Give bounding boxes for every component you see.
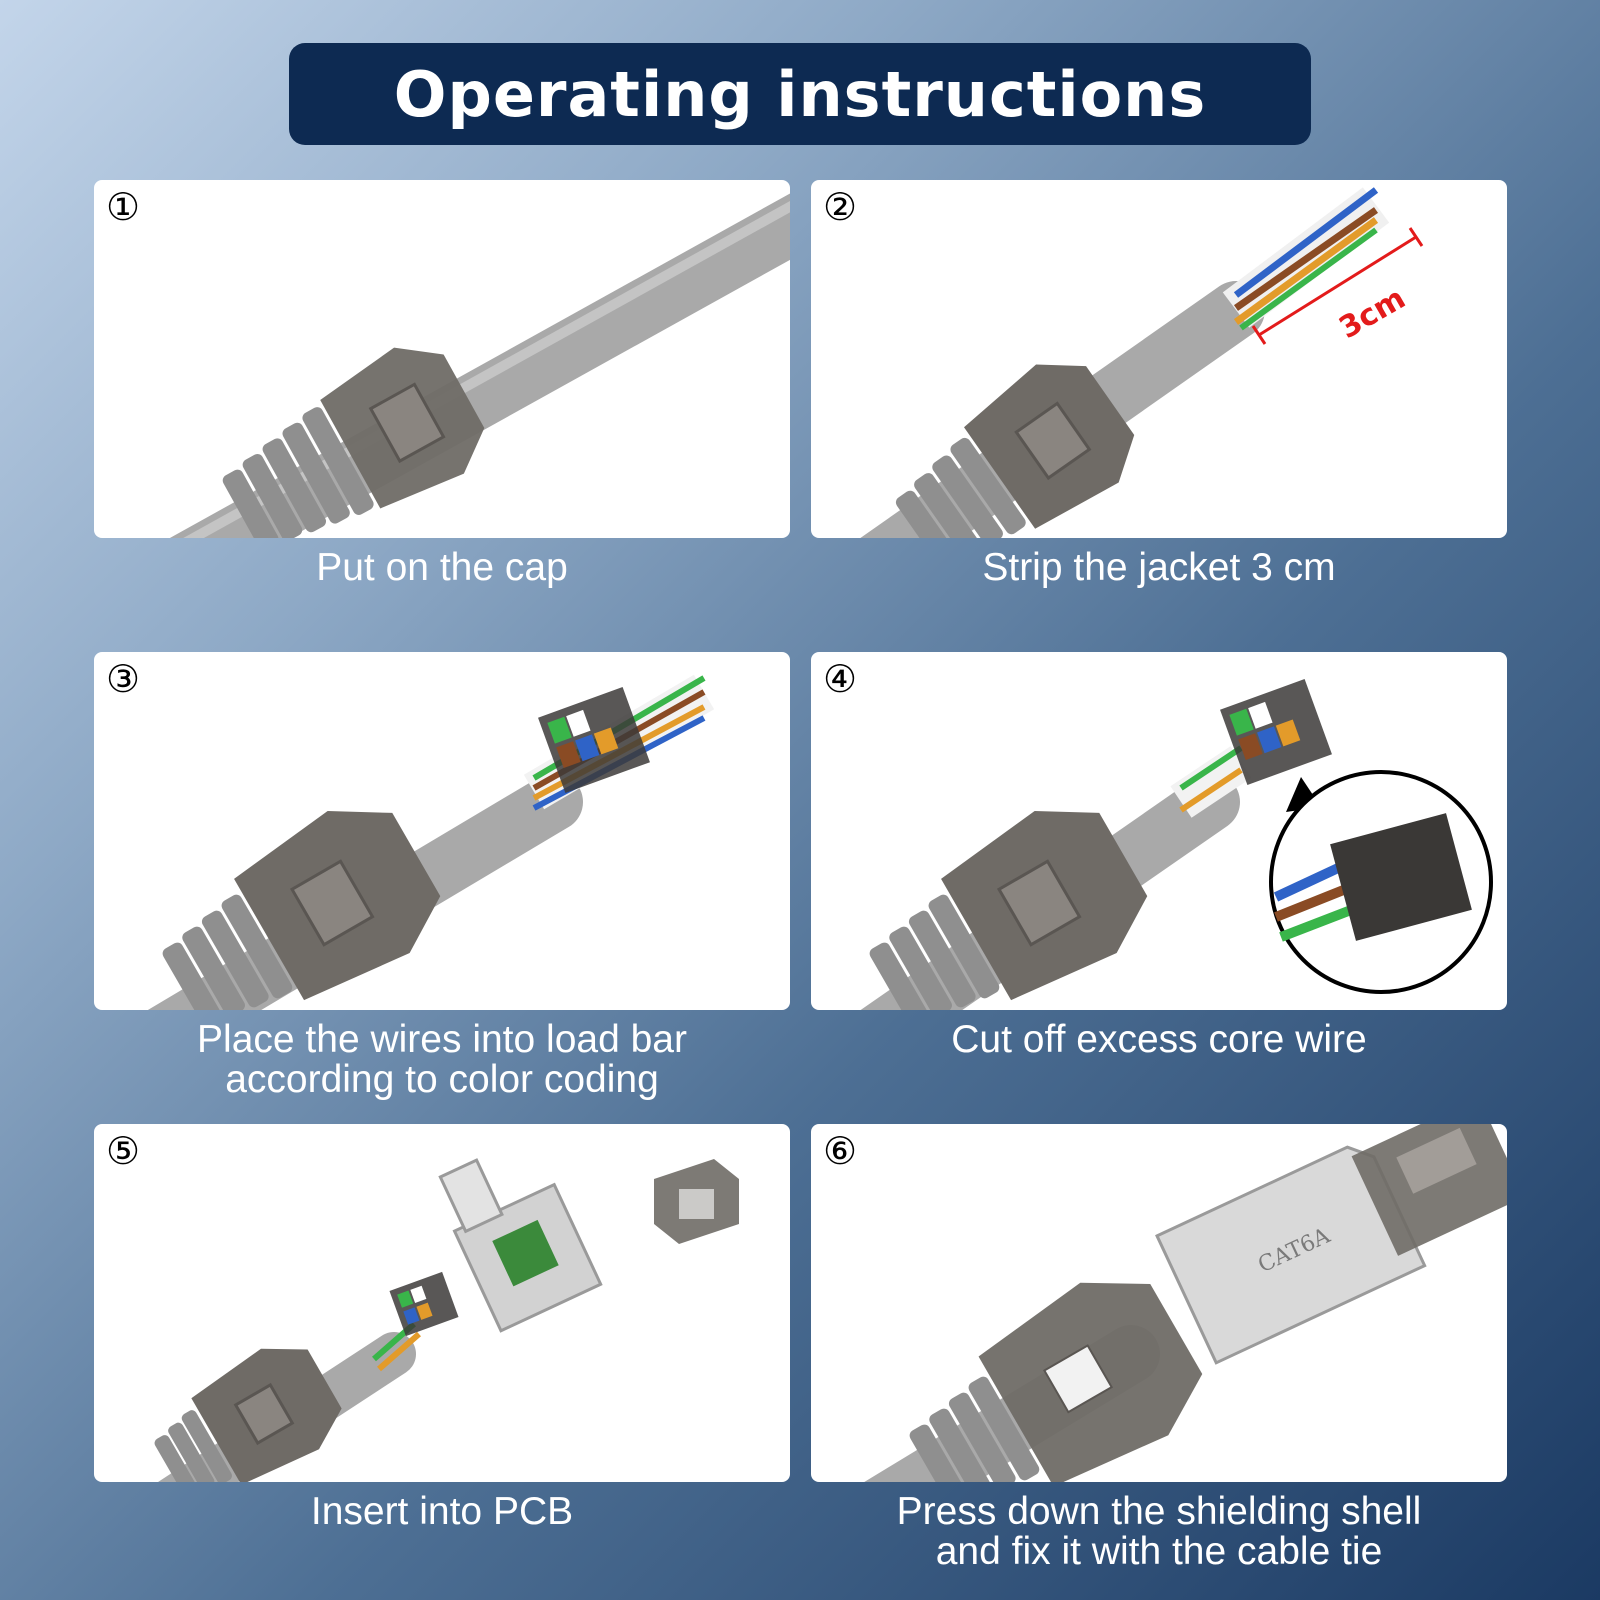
caption-line: Place the wires into load bar bbox=[197, 1018, 687, 1061]
assembled-connector-illustration: CAT6A bbox=[864, 1124, 1507, 1482]
caption-line: Strip the jacket 3 cm bbox=[982, 546, 1336, 589]
cable-with-cap-illustration bbox=[169, 193, 790, 538]
caption-line: Cut off excess core wire bbox=[951, 1018, 1367, 1061]
stripped-cable-illustration: 3cm bbox=[860, 187, 1424, 538]
step-4-caption: Cut off excess core wire bbox=[811, 1020, 1507, 1060]
caption-line: Insert into PCB bbox=[310, 1490, 574, 1533]
step-number: ⑥ bbox=[823, 1129, 858, 1173]
caption-line: according to color coding bbox=[225, 1058, 659, 1101]
step-4-panel: ④ bbox=[811, 652, 1507, 1010]
step-number: ① bbox=[106, 185, 141, 229]
step-3-caption: Place the wires into load bar according … bbox=[94, 1020, 790, 1100]
step-6-panel: CAT6A ⑥ bbox=[811, 1124, 1507, 1482]
step-2-caption: Strip the jacket 3 cm bbox=[811, 548, 1507, 588]
step-number: ③ bbox=[106, 657, 141, 701]
page-title: Operating instructions bbox=[393, 57, 1207, 131]
step-number: ② bbox=[823, 185, 858, 229]
caption-line: Press down the shielding shell bbox=[896, 1490, 1422, 1533]
step-3-panel: ③ bbox=[94, 652, 790, 1010]
load-bar-wiring-illustration bbox=[147, 674, 715, 1010]
measure-label: 3cm bbox=[1333, 281, 1411, 346]
caption-line: and fix it with the cable tie bbox=[935, 1530, 1383, 1573]
step-2-panel: 3cm ② bbox=[811, 180, 1507, 538]
insert-into-pcb-illustration bbox=[154, 1158, 739, 1482]
title-banner: Operating instructions bbox=[289, 43, 1311, 145]
step-5-panel: ⑤ bbox=[94, 1124, 790, 1482]
caption-line: Put on the cap bbox=[316, 546, 568, 589]
step-number: ⑤ bbox=[106, 1129, 141, 1173]
step-6-caption: Press down the shielding shell and fix i… bbox=[811, 1492, 1507, 1572]
step-1-panel: ① bbox=[94, 180, 790, 538]
cut-excess-wire-illustration bbox=[860, 679, 1493, 1010]
step-number: ④ bbox=[823, 657, 858, 701]
step-1-caption: Put on the cap bbox=[94, 548, 790, 588]
step-5-caption: Insert into PCB bbox=[94, 1492, 790, 1532]
